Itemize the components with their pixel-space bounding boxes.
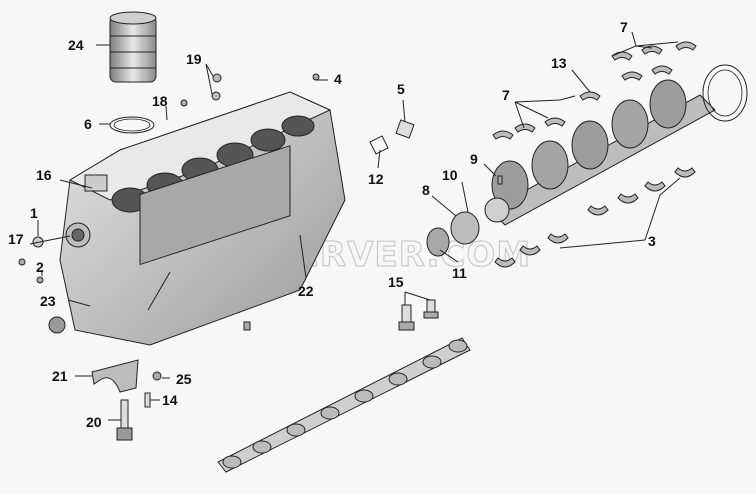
callout-15: 15 [388, 274, 404, 290]
callout-4: 4 [334, 71, 342, 87]
rear-seal-part [702, 64, 748, 122]
small-parts [18, 73, 503, 408]
seal-part [426, 227, 450, 257]
callout-5: 5 [397, 81, 405, 97]
cap-bolt-part [116, 399, 133, 441]
callout-23: 23 [40, 293, 56, 309]
callout-13: 13 [551, 55, 567, 71]
callout-6: 6 [84, 116, 92, 132]
callout-1: 1 [30, 205, 38, 221]
leader-lines [29, 31, 681, 421]
callout-25: 25 [176, 371, 192, 387]
seal-ring-part [109, 116, 155, 134]
callout-11: 11 [452, 265, 467, 281]
callout-14: 14 [162, 392, 178, 408]
callout-16: 16 [36, 167, 52, 183]
callout-7-lower: 7 [502, 87, 510, 103]
cylinder-liner-part [109, 11, 157, 83]
callout-18: 18 [152, 93, 168, 109]
callout-10: 10 [442, 167, 458, 183]
crankshaft-part [484, 79, 716, 226]
callout-17: 17 [8, 231, 24, 247]
camshaft-part [217, 337, 471, 473]
callout-labels: 24 6 19 18 4 5 12 16 1 17 2 23 22 21 25 … [8, 19, 656, 430]
callout-20: 20 [86, 414, 102, 430]
engine-block-part [59, 91, 346, 346]
bearing-cap-part [91, 359, 139, 393]
callout-3: 3 [648, 233, 656, 249]
callout-12: 12 [368, 171, 384, 187]
callout-7-upper: 7 [620, 19, 628, 35]
bearing-shells-lower [494, 167, 696, 268]
callout-19: 19 [186, 51, 202, 67]
timing-gear-part [450, 211, 480, 245]
callout-24: 24 [68, 37, 84, 53]
callout-9: 9 [470, 151, 478, 167]
callout-2: 2 [36, 259, 44, 275]
callout-21: 21 [52, 368, 68, 384]
callout-22: 22 [298, 283, 314, 299]
tappets-part [398, 299, 439, 331]
bearing-shells-upper [492, 41, 697, 140]
callout-8: 8 [422, 182, 430, 198]
